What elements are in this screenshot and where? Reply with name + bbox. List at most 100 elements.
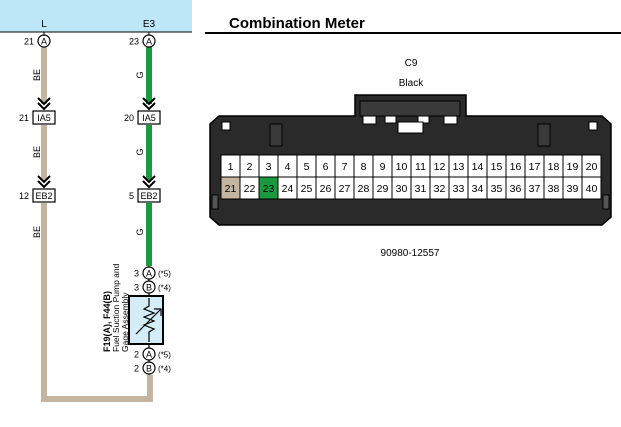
pin-label-39: 39 (567, 183, 579, 195)
component-name-line2: Gage Assembly (120, 292, 130, 352)
pin-num-ia5-right: 20 (124, 113, 134, 123)
pin-label-9: 9 (380, 161, 386, 173)
comp-terminal-top-a-num: 3 (134, 269, 139, 279)
pin-label-14: 14 (472, 161, 484, 173)
pin-label-22: 22 (244, 183, 256, 195)
terminal-right-top-num: 23 (129, 37, 139, 47)
resistor-icon (142, 298, 156, 342)
header-left-label: L (41, 19, 47, 30)
pin-label-23: 23 (263, 183, 275, 195)
pin-label-38: 38 (548, 183, 560, 195)
variable-arrow-icon (135, 308, 162, 335)
pin-label-33: 33 (453, 183, 465, 195)
pin-label-31: 31 (415, 183, 427, 195)
comp-terminal-bottom-a-note: (*5) (158, 351, 171, 360)
component-label: F19(A), F44(B) Fuel Suction Pump and Gag… (102, 263, 130, 352)
pin-label-2: 2 (247, 161, 253, 173)
connector-part-number: 90980-12557 (381, 248, 440, 259)
wire-code-left: BE (32, 69, 42, 81)
wire-code-right-2: G (135, 148, 145, 155)
pin-label-26: 26 (320, 183, 332, 195)
wire-code-left-2: BE (32, 146, 42, 158)
pin-label-13: 13 (453, 161, 465, 173)
comp-terminal-bottom-b (142, 361, 156, 375)
comp-terminal-top-b (142, 280, 156, 294)
pin-label-27: 27 (339, 183, 351, 195)
pin-label-24: 24 (282, 183, 294, 195)
be-wire (41, 47, 153, 402)
comp-terminal-bottom-a (142, 347, 156, 361)
pin-label-36: 36 (510, 183, 522, 195)
header-right-label: E3 (143, 19, 156, 30)
pin-label-29: 29 (377, 183, 389, 195)
pin-label-34: 34 (472, 183, 484, 195)
terminal-left-top (37, 34, 51, 48)
pin-label-35: 35 (491, 183, 503, 195)
pin-num-ia5-left: 21 (19, 113, 29, 123)
wire-code-right: G (135, 71, 145, 78)
g-wire (146, 47, 152, 266)
pin-label-20: 20 (586, 161, 598, 173)
comp-terminal-bottom-b-note: (*4) (158, 365, 171, 374)
comp-terminal-top-a-note: (*5) (158, 270, 171, 279)
connector-label-eb2-right: EB2 (140, 191, 157, 201)
terminal-left-top-num: 21 (24, 37, 34, 47)
wire-code-right-3: G (135, 228, 145, 235)
connector-box-eb2-left (32, 188, 56, 203)
connector-label-eb2-left: EB2 (35, 191, 52, 201)
connector-color: Black (399, 78, 424, 89)
component-id: F19(A), F44(B) (102, 291, 112, 352)
connector-label-ia5-right: IA5 (142, 113, 156, 123)
pin-label-16: 16 (510, 161, 522, 173)
comp-terminal-top-b-num: 3 (134, 283, 139, 293)
pin-label-7: 7 (342, 161, 348, 173)
connector-box-ia5-right (137, 110, 161, 125)
comp-terminal-bottom-b-letter: B (146, 364, 152, 374)
pin-label-25: 25 (301, 183, 313, 195)
pin-label-6: 6 (323, 161, 329, 173)
pin-label-1: 1 (228, 161, 234, 173)
comp-terminal-top-a-letter: A (146, 269, 152, 279)
pin-label-21: 21 (225, 183, 237, 195)
pin-num-eb2-right: 5 (129, 191, 134, 201)
pin-label-8: 8 (361, 161, 367, 173)
page-title: Combination Meter (229, 15, 365, 32)
pin-label-11: 11 (415, 161, 426, 173)
comp-terminal-bottom-b-num: 2 (134, 364, 139, 374)
comp-terminal-top-b-note: (*4) (158, 284, 171, 293)
header-band (0, 0, 192, 32)
pin-label-5: 5 (304, 161, 310, 173)
pin-label-17: 17 (529, 161, 541, 173)
pin-label-15: 15 (491, 161, 503, 173)
terminal-right-top-letter: A (146, 37, 152, 47)
comp-terminal-top-b-letter: B (146, 283, 152, 293)
connector-box-eb2-right (137, 188, 161, 203)
terminal-left-top-letter: A (41, 37, 47, 47)
pin-label-32: 32 (434, 183, 446, 195)
pin-label-12: 12 (434, 161, 446, 173)
pin-label-28: 28 (358, 183, 370, 195)
wire-code-left-3: BE (32, 226, 42, 238)
comp-terminal-bottom-a-letter: A (146, 350, 152, 360)
comp-terminal-top-a (142, 266, 156, 280)
pin-label-10: 10 (396, 161, 408, 173)
comp-terminal-bottom-a-num: 2 (134, 350, 139, 360)
pin-label-37: 37 (529, 183, 541, 195)
pin-label-40: 40 (586, 183, 598, 195)
terminal-right-top (142, 34, 156, 48)
pin-num-eb2-left: 12 (19, 191, 29, 201)
pin-label-4: 4 (285, 161, 291, 173)
pin-label-18: 18 (548, 161, 560, 173)
connector-label-ia5-left: IA5 (37, 113, 51, 123)
pin-cell-40 (581, 176, 602, 200)
pin-label-30: 30 (396, 183, 408, 195)
component-name-line1: Fuel Suction Pump and (111, 263, 121, 352)
fuel-gage-component (128, 295, 164, 345)
pin-label-19: 19 (567, 161, 579, 173)
junction-chevrons (37, 97, 156, 189)
connector-box-ia5-left (32, 110, 56, 125)
connector-code: C9 (405, 58, 418, 69)
pin-label-3: 3 (266, 161, 272, 173)
